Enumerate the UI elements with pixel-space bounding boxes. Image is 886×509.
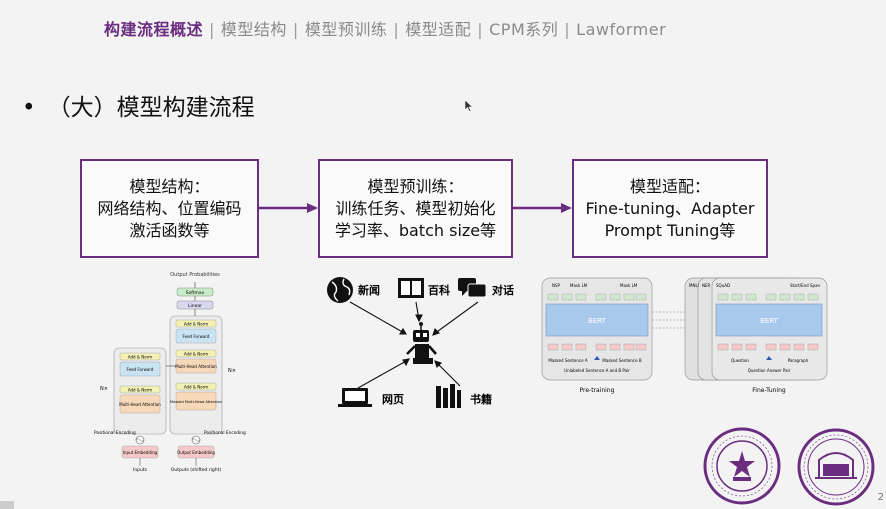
- paragraph-label: Paragraph: [788, 358, 809, 363]
- dialog-label: 对话: [492, 283, 514, 297]
- output-embedding-label: Output Embedding: [177, 450, 215, 455]
- add-norm-label: Add & Norm: [128, 388, 152, 393]
- bert-label: BERT: [588, 317, 607, 325]
- nav-separator: |: [477, 20, 484, 39]
- globe-icon: [327, 277, 353, 303]
- box-title: 模型结构：: [129, 176, 210, 196]
- box-title: 模型适配：: [629, 176, 710, 196]
- model-structure-box: 模型结构： 网络结构、位置编码 激活函数等: [80, 159, 259, 258]
- robot-icon: [406, 322, 437, 364]
- mha-label: Multi-Head Attention: [175, 364, 217, 369]
- bert-label: BERT: [760, 317, 779, 325]
- masked-sentence-b-label: Masked Sentence B: [602, 358, 641, 363]
- feed-forward-label: Feed Forward: [183, 334, 210, 339]
- masked-mha-label: Masked Multi-Head Attention: [170, 400, 222, 404]
- book-icon: [398, 278, 424, 298]
- mha-label: Multi-Head Attention: [119, 402, 161, 407]
- wiki-label: 百科: [428, 283, 450, 297]
- feed-forward-label: Feed Forward: [127, 367, 154, 372]
- books-icon: [436, 384, 461, 408]
- flow-arrow-icon: [259, 203, 318, 213]
- nav-separator: |: [292, 20, 299, 39]
- mnli-label: MNLI: [689, 283, 699, 288]
- nav-separator: |: [393, 20, 400, 39]
- top-navigation: 构建流程概述 | 模型结构 | 模型预训练 | 模型适配 | CPM系列 | Lawformer: [104, 16, 666, 40]
- model-pretraining-box: 模型预训练： 训练任务、模型初始化 学习率、batch size等: [318, 159, 513, 258]
- nav-item-structure[interactable]: 模型结构: [220, 20, 287, 39]
- data-sources-diagram: 新闻 百科 对话 网页: [327, 277, 514, 408]
- nav-item-cpm[interactable]: CPM系列: [489, 20, 559, 39]
- mask-lm-label: Mask LM: [570, 283, 588, 288]
- box-line: 训练任务、模型初始化: [335, 198, 496, 218]
- pretrain-caption: Pre-training: [580, 387, 615, 394]
- nsp-label: NSP: [552, 283, 561, 288]
- page-number: 2: [877, 492, 884, 503]
- ner-label: NER: [702, 283, 711, 288]
- box-title: 模型预训练：: [367, 176, 464, 196]
- heading-text: （大）模型构建流程: [47, 95, 255, 121]
- add-norm-label: Add & Norm: [184, 322, 208, 327]
- box-line: 学习率、batch size等: [334, 220, 497, 240]
- box-line: Prompt Tuning等: [604, 220, 736, 240]
- nav-separator: |: [564, 20, 571, 39]
- add-norm-label: Add & Norm: [184, 385, 208, 390]
- outputs-label: Outputs (shifted right): [171, 467, 222, 473]
- nav-item-adaptation[interactable]: 模型适配: [405, 20, 472, 39]
- chat-icon: [458, 278, 487, 298]
- slide-heading: • （大）模型构建流程: [22, 88, 255, 122]
- laptop-icon: [338, 388, 372, 407]
- positional-encoding-label: Positional Encoding: [94, 430, 136, 436]
- span-label: Start/End Span: [790, 283, 821, 288]
- inputs-label: Inputs: [133, 467, 148, 473]
- slide-thumbnail-tab[interactable]: [0, 501, 14, 509]
- input-embedding-label: Input Embedding: [123, 450, 158, 455]
- nav-separator: |: [209, 20, 215, 39]
- linear-label: Linear: [188, 303, 202, 309]
- bullet: •: [22, 95, 36, 121]
- unlabeled-pair-label: Unlabeled Sentence A and B Pair: [564, 368, 630, 373]
- transformer-diagram: Output Probabilities Softmax Linear Add …: [94, 272, 246, 473]
- mouse-cursor-icon: [465, 100, 473, 112]
- masked-sentence-a-label: Masked Sentence A: [548, 358, 587, 363]
- softmax-label: Softmax: [186, 290, 205, 296]
- nav-item-lawformer[interactable]: Lawformer: [576, 20, 667, 39]
- add-norm-label: Add & Norm: [184, 352, 208, 357]
- books-label: 书籍: [470, 392, 492, 406]
- encoder-nx-label: N×: [100, 386, 108, 392]
- bert-diagram: NSP Mask LM Mask LM BERT Masked Sentence…: [541, 277, 828, 394]
- output-prob-label: Output Probabilities: [170, 272, 220, 278]
- box-line: 激活函数等: [129, 220, 210, 240]
- nav-item-pretraining[interactable]: 模型预训练: [304, 20, 388, 39]
- box-line: 网络结构、位置编码: [97, 198, 242, 218]
- finetune-caption: Fine-Tuning: [752, 387, 786, 394]
- model-adaptation-box: 模型适配： Fine-tuning、Adapter Prompt Tuning等: [572, 159, 768, 258]
- add-norm-label: Add & Norm: [128, 355, 152, 360]
- mask-lm-label: Mask LM: [620, 283, 638, 288]
- positional-encoding-label: Positional Encoding: [204, 430, 246, 436]
- nav-item-overview[interactable]: 构建流程概述: [104, 20, 204, 39]
- qa-pair-label: Question Answer Pair: [748, 368, 791, 373]
- decoder-nx-label: N×: [228, 368, 236, 374]
- question-label: Question: [731, 358, 749, 363]
- tsinghua-logo-icon: [703, 427, 781, 505]
- squad-label: SQuAD: [716, 283, 730, 288]
- nlp-lab-logo-icon: [797, 428, 875, 506]
- flow-arrow-icon: [513, 203, 572, 213]
- box-line: Fine-tuning、Adapter: [585, 198, 755, 218]
- news-label: 新闻: [358, 283, 380, 297]
- web-label: 网页: [382, 393, 404, 406]
